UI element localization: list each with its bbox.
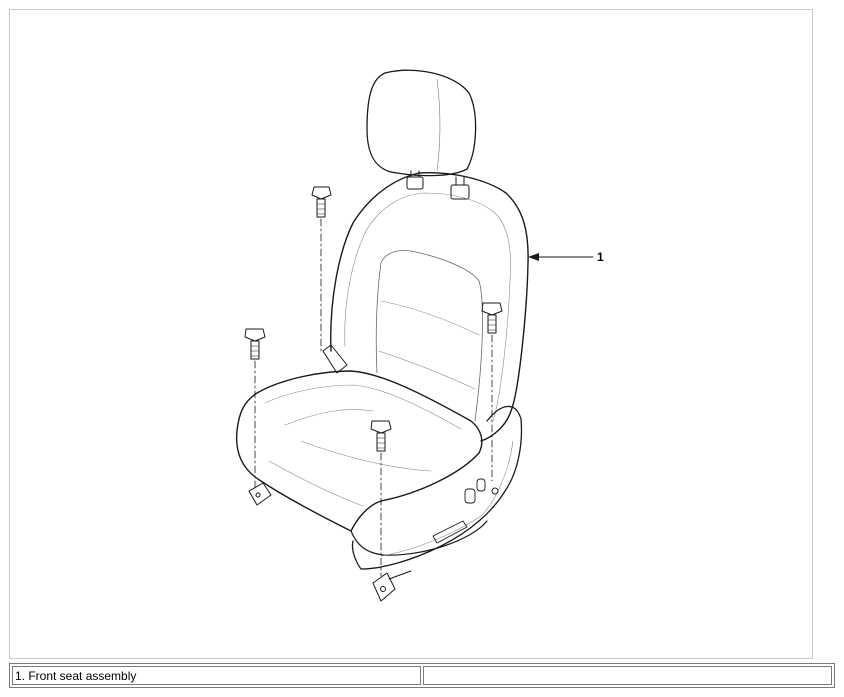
bolt-rear-left: [311, 186, 332, 352]
bolt-front-right: [370, 420, 392, 577]
power-seat-switches: [432, 478, 499, 544]
legend-table: 1. Front seat assembly: [9, 663, 835, 688]
callout-1: 1: [528, 250, 604, 264]
legend-cell: 1. Front seat assembly: [12, 666, 421, 685]
legend-row: 1. Front seat assembly: [12, 666, 832, 685]
front-seat-diagram: 1: [235, 69, 604, 602]
figure-frame: 1: [9, 9, 813, 659]
recliner-lever: [322, 344, 348, 374]
headrest: [366, 69, 477, 177]
seat-back: [330, 171, 529, 442]
headrest-guides: [406, 170, 470, 200]
seat-side-shield: [351, 405, 523, 570]
bolt-rear-right: [481, 302, 503, 482]
callout-1-number: 1: [597, 250, 604, 264]
seat-cushion: [235, 370, 488, 556]
rail-brackets: [248, 482, 412, 602]
legend-cell: [423, 666, 832, 685]
bolt-front-left: [244, 328, 266, 490]
